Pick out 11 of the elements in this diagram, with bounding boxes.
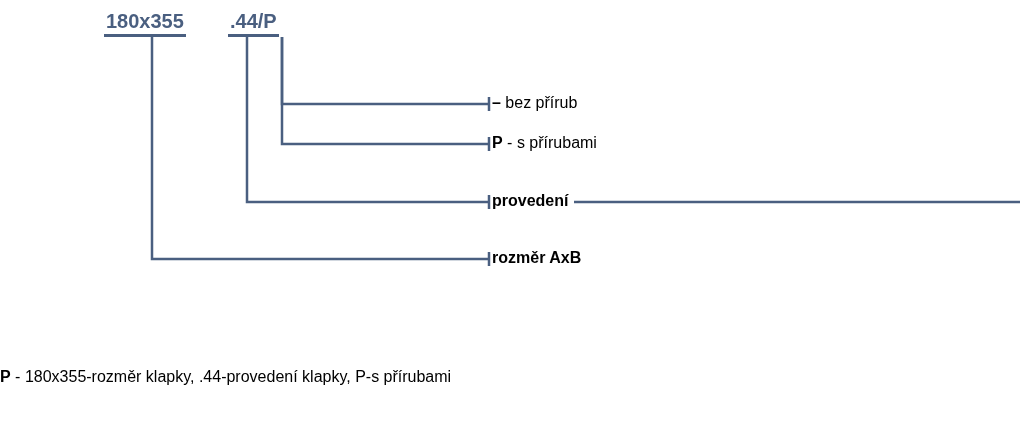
leader-line [280,37,491,153]
note-text: P- 180x355-rozměr klapky, .44-provedení klapky, P-s přírubami [0,367,452,387]
code-segment: .44/P [228,8,279,37]
option-label: – bez přírub [492,93,578,113]
code-segment: 180x355 [104,8,186,37]
leader-line [245,37,491,211]
rule-line [574,200,1020,204]
field-label: rozměr AxB [492,248,582,268]
leader-line [150,37,491,268]
option-label: P - s přírubami [492,133,597,153]
field-label: provedení [492,191,569,211]
